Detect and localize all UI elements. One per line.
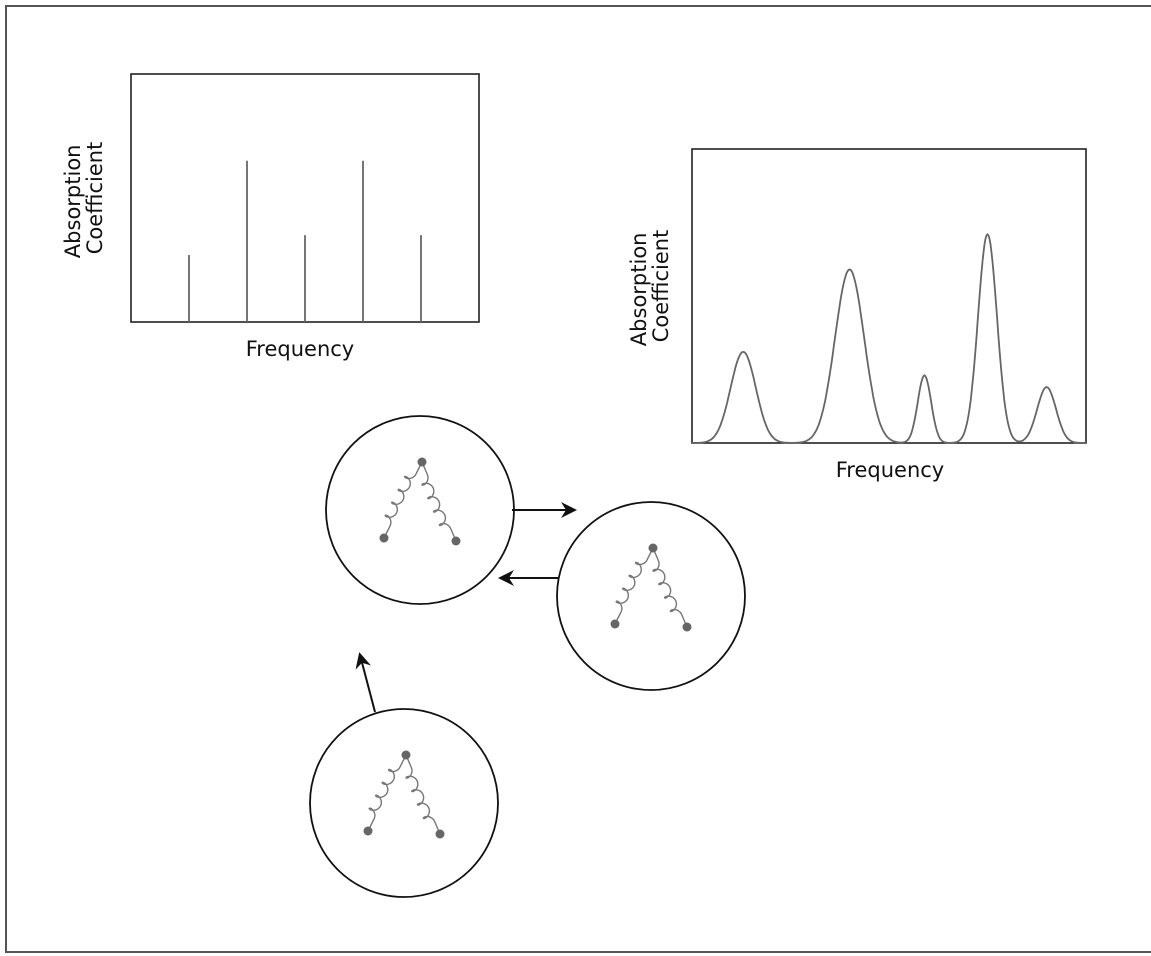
bent-triatomic-molecule-icon (610, 543, 692, 632)
broadened-spectrum-ylabel: Absorption Coefficient (627, 226, 673, 346)
broadened-spectrum-xlabel: Frequency (836, 458, 945, 482)
atom-left (610, 619, 620, 629)
broadened-spectrum-ylabel-line-1: Absorption (627, 233, 651, 347)
atom-left (379, 533, 389, 543)
bond-left (383, 461, 423, 539)
atom-center (401, 750, 411, 760)
line-spectrum-ylabel-line-2: Coefficient (83, 142, 107, 255)
broadened-spectrum-series-line (692, 232, 1086, 444)
line-spectrum-chart: Frequency Absorption Coefficient (61, 73, 480, 361)
bond-right (421, 461, 457, 542)
bent-triatomic-molecule-icon (363, 750, 445, 839)
bond-right (652, 547, 688, 628)
bent-triatomic-molecule-icon (379, 457, 461, 546)
line-spectrum-ylabel-line-1: Absorption (61, 145, 85, 259)
line-spectrum-xlabel: Frequency (246, 337, 355, 361)
atom-center (648, 543, 658, 553)
figure-frame (5, 5, 1151, 953)
molecule-circle (309, 708, 499, 898)
molecule-top-left (325, 415, 515, 605)
bond-left (614, 547, 654, 625)
molecule-right (556, 501, 746, 691)
arrow-up-icon (355, 652, 376, 713)
atom-left (363, 826, 373, 836)
line-spectrum-marks (188, 160, 422, 322)
molecule-circle (325, 415, 515, 605)
line-spectrum-ylabel: Absorption Coefficient (61, 138, 107, 258)
broadened-spectrum-ylabel-line-2: Coefficient (649, 230, 673, 343)
bond-left (367, 754, 407, 832)
molecule-bottom (309, 708, 499, 898)
broadened-spectrum-chart: Frequency Absorption Coefficient (627, 148, 1087, 482)
atom-right (451, 536, 461, 546)
bond-right (405, 754, 441, 835)
atom-center (417, 457, 427, 467)
molecule-circle (556, 501, 746, 691)
atom-right (435, 829, 445, 839)
atom-right (682, 622, 692, 632)
broadened-spectrum-plot-frame (691, 148, 1087, 444)
